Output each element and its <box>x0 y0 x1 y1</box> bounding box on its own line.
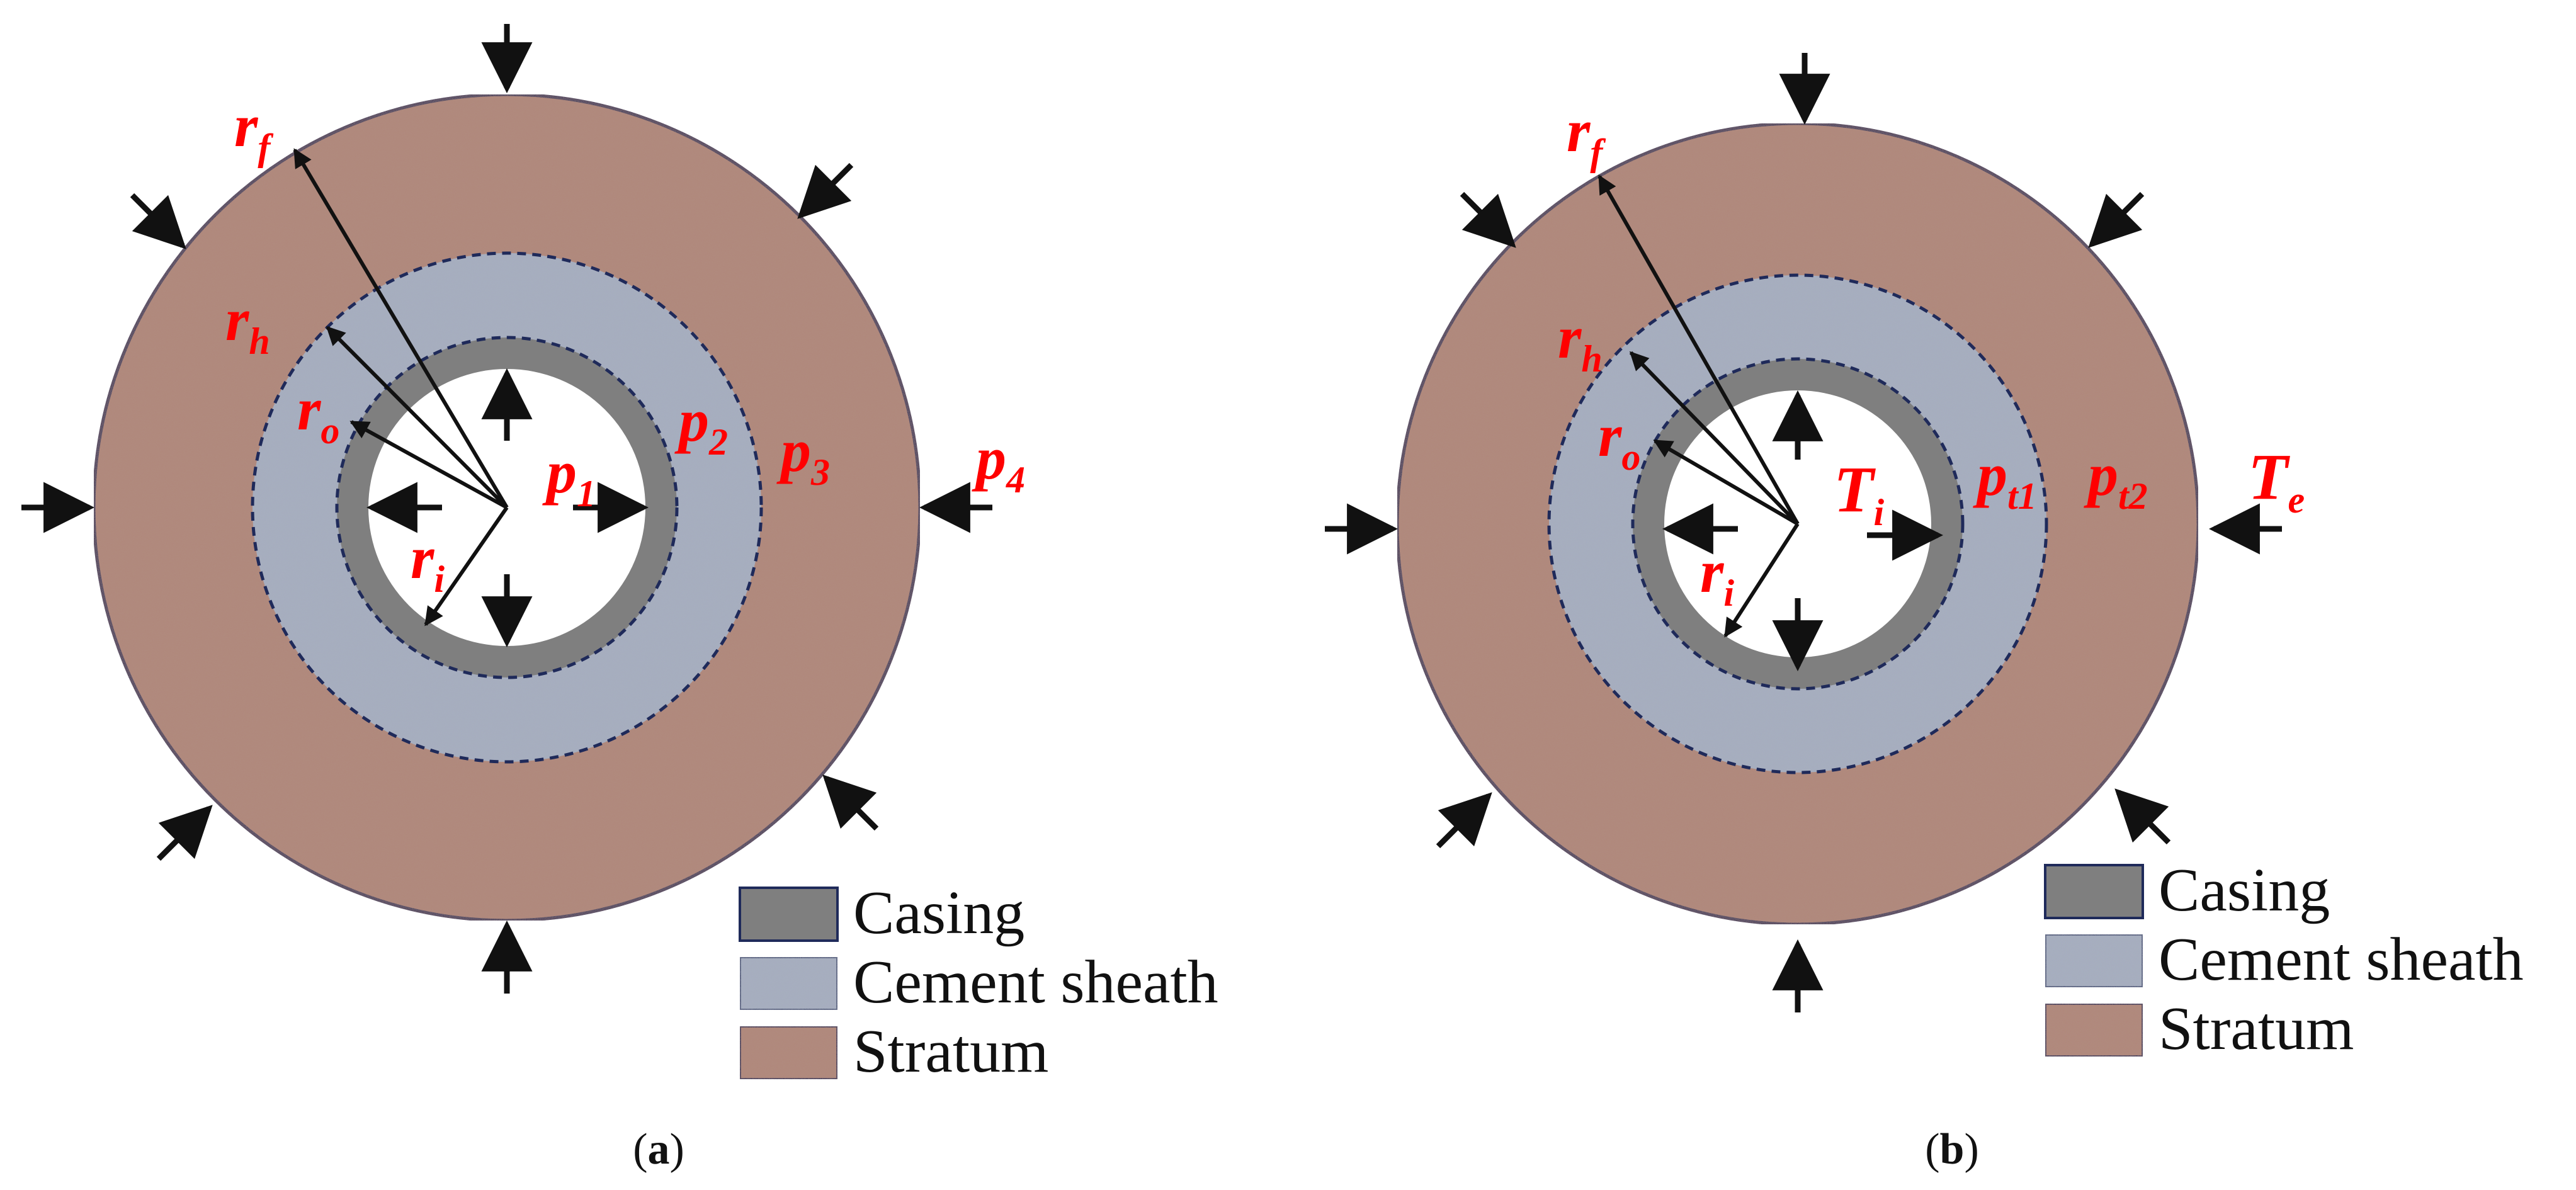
radius-rh-line <box>1629 351 1800 526</box>
radius-ri-line <box>1723 523 1800 638</box>
radius-rh-line <box>326 326 509 509</box>
label-rh: rh <box>225 286 270 362</box>
legend-label-stratum: Stratum <box>2159 995 2354 1063</box>
radius-ro-line <box>1653 439 1799 526</box>
outer-load-arrow-se <box>2114 788 2171 845</box>
outer-load-arrow-se <box>822 774 879 831</box>
label-ri: ri <box>1700 538 1734 614</box>
label-rf: rf <box>1567 97 1606 173</box>
label-Te: Te <box>2248 441 2305 521</box>
legend-label-casing: Casing <box>853 879 1024 947</box>
outer-load-arrow-sw <box>156 805 213 861</box>
outer-load-arrow-ne <box>2088 191 2145 248</box>
label-p2: p2 <box>674 387 728 463</box>
label-Ti: Ti <box>1834 453 1885 533</box>
legend-swatch-stratum <box>739 1025 839 1080</box>
legend-swatch-cement <box>2044 933 2144 989</box>
outer-load-arrow-ne <box>797 162 854 219</box>
outer-load-arrow-nw <box>130 193 186 249</box>
legend-a: Casing Cement sheath Stratum <box>739 879 1218 1085</box>
label-ro: ro <box>1598 402 1640 478</box>
legend-swatch-cement <box>739 956 839 1011</box>
legend-swatch-casing <box>2044 864 2144 919</box>
radius-rf-line <box>293 148 509 509</box>
legend-label-casing: Casing <box>2159 856 2330 924</box>
radius-rf-line <box>1597 174 1800 525</box>
legend-b: Casing Cement sheath Stratum <box>2044 856 2524 1063</box>
label-p3: p3 <box>776 417 830 493</box>
label-pt1: pt1 <box>1973 441 2037 517</box>
panel-b: rf rh ro ri Ti pt1 pt2 Te Casing Cement … <box>1325 53 2524 1174</box>
label-rh: rh <box>1558 303 1603 380</box>
label-ro: ro <box>297 375 339 451</box>
cement-sheath-boundary <box>251 251 763 764</box>
label-pt2: pt2 <box>2084 441 2148 517</box>
radius-ro-line <box>349 420 508 509</box>
caption-b: (b) <box>1925 1125 1979 1174</box>
label-p4: p4 <box>972 424 1025 501</box>
caption-a: (a) <box>633 1125 684 1174</box>
panel-a: rf rh ro ri p1 p2 p3 p4 Casing Cement s <box>21 24 1218 1174</box>
legend-swatch-stratum <box>2044 1002 2144 1058</box>
outer-load-arrow-sw <box>1436 792 1492 849</box>
casing-outer-boundary <box>335 336 679 679</box>
legend-label-cement: Cement sheath <box>853 948 1218 1016</box>
casing-outer-boundary <box>1631 357 1965 691</box>
cement-sheath-boundary <box>1547 273 2048 774</box>
legend-label-stratum: Stratum <box>853 1017 1048 1085</box>
legend-label-cement: Cement sheath <box>2159 926 2524 994</box>
legend-swatch-casing <box>739 887 839 942</box>
radius-ri-line <box>424 506 509 626</box>
label-p1: p1 <box>542 438 596 514</box>
label-ri: ri <box>411 524 445 600</box>
outer-load-arrow-nw <box>1460 191 1516 248</box>
label-rf: rf <box>234 92 273 168</box>
